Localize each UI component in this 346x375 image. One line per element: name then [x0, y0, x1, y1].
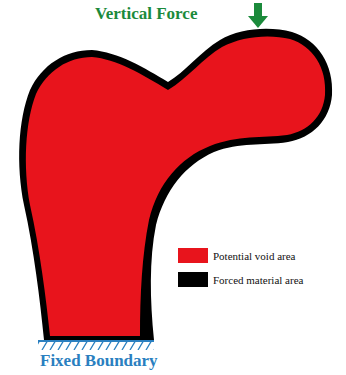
legend-text: Potential void area: [213, 250, 295, 262]
ground-line: [38, 340, 154, 342]
legend-swatch: [178, 272, 208, 287]
boundary-label: Fixed Boundary: [40, 351, 158, 371]
legend-text: Forced material area: [213, 274, 303, 286]
legend-swatch: [178, 248, 208, 263]
bone-outline: [19, 29, 332, 340]
force-arrow-head: [248, 16, 268, 28]
legend-entry: Forced material area: [178, 272, 303, 287]
void-area: [26, 36, 325, 336]
legend-entry: Potential void area: [178, 248, 295, 263]
force-arrow-shaft: [254, 3, 262, 17]
force-label: Vertical Force: [95, 4, 197, 24]
ground-hatch: [38, 341, 154, 350]
